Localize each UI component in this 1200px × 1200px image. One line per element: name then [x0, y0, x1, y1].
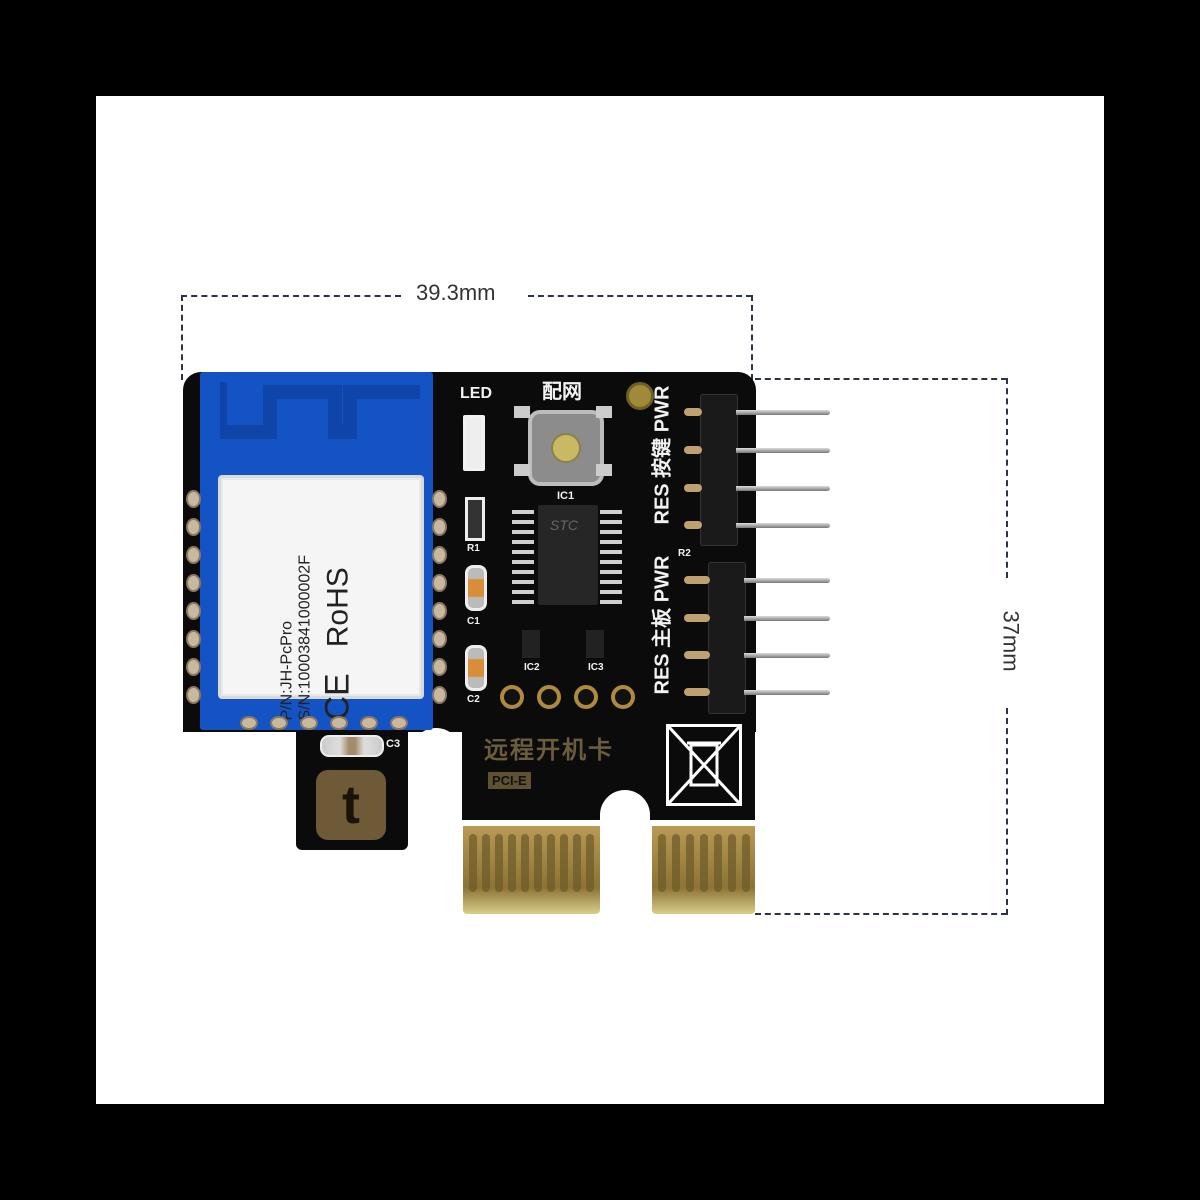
- ic3-label: IC3: [588, 662, 604, 673]
- ic2-label: IC2: [524, 662, 540, 673]
- c1-label: C1: [467, 616, 480, 627]
- resistor-r1: [465, 497, 485, 541]
- pcie-key-notch: [410, 728, 462, 858]
- button-pwr-label: PWR: [651, 385, 674, 433]
- module-part-number: P/N:JH-PcPro: [278, 620, 296, 721]
- height-dimension-line-bottom: [1006, 708, 1008, 915]
- through-hole-3: [574, 685, 598, 709]
- through-hole-2: [537, 685, 561, 709]
- height-dimension-tick-bottom: [755, 913, 1007, 915]
- capacitor-c2: [465, 645, 487, 691]
- interface-label: PCI-E: [488, 772, 531, 789]
- width-dimension-line-left: [181, 295, 401, 297]
- button-group-label: 按键: [651, 437, 674, 478]
- button-header-labels: RES 按键 PWR: [646, 385, 675, 525]
- antenna-trace-icon: [220, 382, 420, 439]
- through-hole-1: [500, 685, 524, 709]
- height-dimension-tick-top: [755, 378, 1007, 380]
- pair-button[interactable]: [528, 410, 604, 486]
- module-serial-number: S/N:10003841000002F: [296, 555, 314, 721]
- mainboard-header-labels: RES 主板 PWR: [646, 555, 675, 695]
- button-res-pin-1[interactable]: [736, 486, 830, 491]
- width-dimension-label: 39.3mm: [408, 280, 504, 306]
- button-res-pin-2[interactable]: [736, 523, 830, 528]
- mainboard-pin-header[interactable]: [708, 562, 746, 714]
- ic1-label: IC1: [557, 490, 575, 502]
- mounting-hole: [626, 382, 654, 410]
- mainboard-res-pin-1[interactable]: [744, 653, 830, 658]
- led-component: [463, 415, 485, 471]
- c3-label: C3: [386, 738, 401, 750]
- pair-button-cap[interactable]: [551, 433, 581, 463]
- r1-label: R1: [467, 543, 480, 554]
- button-pwr-pin-1[interactable]: [736, 410, 830, 415]
- capacitor-c3: [320, 735, 384, 757]
- height-dimension-label: 37mm: [997, 602, 1024, 680]
- ic3-chip: [586, 630, 604, 658]
- width-dimension-line-right: [528, 295, 752, 297]
- button-pwr-pin-2[interactable]: [736, 448, 830, 453]
- module-label-text: P/N:JH-PcPro S/N:10003841000002F CE RoHS: [218, 475, 418, 720]
- width-dimension-tick-right: [751, 295, 753, 380]
- gold-fingers-right: [652, 826, 755, 914]
- gold-fingers-left: [463, 826, 600, 914]
- mainboard-group-label: 主板: [651, 607, 674, 648]
- mainboard-pwr-pin-1[interactable]: [744, 578, 830, 583]
- weee-bin-icon: [666, 724, 742, 806]
- pair-button-label: 配网: [542, 381, 582, 403]
- c2-label: C2: [467, 694, 480, 705]
- mainboard-res-pin-2[interactable]: [744, 690, 830, 695]
- rohs-mark: RoHS: [321, 567, 354, 648]
- width-dimension-tick-left: [181, 295, 183, 380]
- button-pin-header[interactable]: [700, 394, 738, 546]
- button-res-label: RES: [651, 483, 674, 525]
- chip-brand: STC: [550, 517, 578, 533]
- mainboard-pwr-pin-2[interactable]: [744, 616, 830, 621]
- ic2-chip: [522, 630, 540, 658]
- through-hole-4: [611, 685, 635, 709]
- ic1-chip: STC: [538, 505, 598, 605]
- module-shield-can: [218, 475, 424, 699]
- capacitor-c1: [465, 565, 487, 611]
- pcie-key-notch-2: [600, 790, 650, 920]
- r2-label: R2: [678, 548, 691, 559]
- mainboard-res-label: RES: [651, 653, 674, 695]
- card-title: 远程开机卡: [484, 737, 614, 764]
- tuya-logo-icon: t: [316, 770, 386, 840]
- led-label: LED: [460, 385, 492, 402]
- ce-mark-icon: CE: [318, 673, 357, 721]
- height-dimension-line-top: [1006, 378, 1008, 578]
- mainboard-pwr-label: PWR: [651, 555, 674, 603]
